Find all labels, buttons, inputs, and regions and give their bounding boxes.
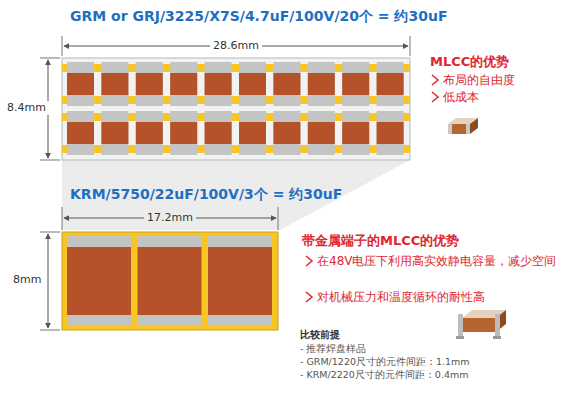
krm-body bbox=[208, 247, 272, 315]
dimension-tick bbox=[40, 330, 60, 331]
mlcc-body bbox=[67, 122, 94, 144]
note-line: - GRM/1220尺寸的元件间距：1.1mm bbox=[300, 356, 470, 368]
mlcc-terminal bbox=[101, 62, 128, 106]
advantage-item: 在48V电压下利用高实效静电容量，减少空间 bbox=[317, 254, 557, 269]
heading: KRM/5750/22uF/100V/3个 = 约30uF bbox=[70, 186, 342, 204]
mlcc-terminal bbox=[136, 111, 163, 155]
note-line: - 推荐焊盘样品 bbox=[300, 343, 366, 355]
mlcc-terminal bbox=[377, 62, 404, 106]
mlcc-terminal bbox=[205, 111, 232, 155]
mlcc-terminal bbox=[342, 111, 369, 155]
mlcc-terminal bbox=[342, 62, 369, 106]
advantage-title: MLCC的优势 bbox=[430, 54, 509, 70]
dimension-tick bbox=[410, 36, 411, 56]
mlcc-body bbox=[136, 73, 163, 95]
zoom-region bbox=[62, 160, 410, 230]
mlcc-body bbox=[67, 73, 94, 95]
mlcc-body bbox=[273, 73, 300, 95]
mlcc-terminal bbox=[170, 62, 197, 106]
mlcc-terminal bbox=[308, 111, 335, 155]
mlcc-terminal bbox=[239, 62, 266, 106]
mlcc-terminal bbox=[67, 62, 94, 106]
mlcc-chip-icon bbox=[448, 118, 478, 134]
dimension-tick bbox=[40, 232, 60, 233]
mlcc-terminal bbox=[377, 111, 404, 155]
dimension-label: 8.4mm bbox=[4, 101, 49, 115]
note-line: - KRM/2220尺寸的元件间距：0.4mm bbox=[300, 369, 468, 381]
mlcc-body bbox=[101, 122, 128, 144]
metal-terminal bbox=[208, 236, 272, 326]
metal-terminal bbox=[67, 236, 131, 326]
advantage-item: 布局的自由度 bbox=[443, 73, 515, 88]
dimension-tick bbox=[40, 160, 60, 161]
mlcc-body bbox=[239, 73, 266, 95]
dimension-tick bbox=[62, 36, 63, 56]
heading: GRM or GRJ/3225/X7S/4.7uF/100V/20个 = 约30… bbox=[70, 8, 447, 26]
advantage-item: 低成本 bbox=[443, 90, 479, 105]
mlcc-array bbox=[62, 62, 410, 155]
mlcc-terminal bbox=[136, 62, 163, 106]
mlcc-terminal bbox=[67, 111, 94, 155]
metal-terminal bbox=[138, 236, 202, 326]
dimension-line bbox=[48, 234, 49, 328]
mlcc-terminal bbox=[205, 62, 232, 106]
mlcc-body bbox=[377, 73, 404, 95]
krm-array bbox=[67, 236, 272, 326]
mlcc-body bbox=[342, 73, 369, 95]
mlcc-body bbox=[170, 122, 197, 144]
mlcc-body bbox=[205, 73, 232, 95]
mlcc-array-board bbox=[62, 58, 410, 160]
mlcc-terminal bbox=[101, 111, 128, 155]
dimension-tick bbox=[40, 58, 60, 59]
mlcc-body bbox=[205, 122, 232, 144]
krm-chip-icon bbox=[456, 310, 506, 339]
mlcc-body bbox=[273, 122, 300, 144]
mlcc-body bbox=[101, 73, 128, 95]
mlcc-body bbox=[377, 122, 404, 144]
mlcc-body bbox=[308, 122, 335, 144]
mlcc-body bbox=[170, 73, 197, 95]
krm-body bbox=[67, 247, 131, 315]
dimension-label: 17.2mm bbox=[144, 211, 196, 225]
dimension-tick bbox=[62, 207, 63, 230]
mlcc-terminal bbox=[170, 111, 197, 155]
dimension-label: 8mm bbox=[10, 273, 44, 287]
mlcc-body bbox=[136, 122, 163, 144]
mlcc-body bbox=[308, 73, 335, 95]
dimension-tick bbox=[278, 207, 279, 230]
krm-body bbox=[138, 247, 202, 315]
krm-array-board bbox=[62, 232, 278, 330]
dimension-label: 28.6mm bbox=[210, 39, 262, 53]
mlcc-terminal bbox=[239, 111, 266, 155]
mlcc-body bbox=[342, 122, 369, 144]
mlcc-terminal bbox=[273, 62, 300, 106]
note-heading: 比较前提 bbox=[300, 329, 340, 342]
advantage-title: 带金属端子的MLCC的优势 bbox=[302, 233, 459, 249]
mlcc-terminal bbox=[273, 111, 300, 155]
mlcc-terminal bbox=[308, 62, 335, 106]
advantage-item: 对机械压力和温度循环的耐性高 bbox=[317, 290, 485, 305]
mlcc-body bbox=[239, 122, 266, 144]
